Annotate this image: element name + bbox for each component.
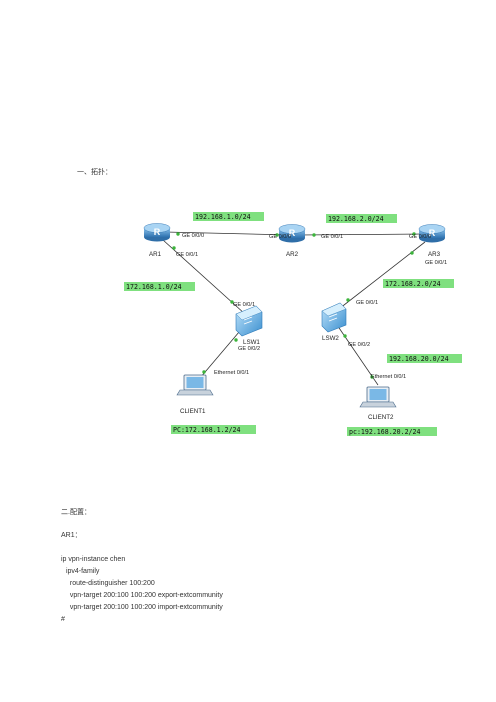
client2-label: CLIENT2 <box>368 414 394 421</box>
ar2-port-ge001: GE 0/0/1 <box>321 234 343 240</box>
ar3-label: AR3 <box>428 251 441 258</box>
router-ar3-icon[interactable]: R <box>418 224 446 243</box>
lsw2-port-ge001: GE 0/0/1 <box>356 300 378 306</box>
ar3-port-ge001: GE 0/0/1 <box>425 260 447 266</box>
svg-text:R: R <box>429 228 436 238</box>
config-line: vpn-target 200:100 100:200 import-extcom… <box>66 604 223 611</box>
pc-address-client1: PC:172.168.1.2/24 <box>171 425 256 434</box>
router-ar1-icon[interactable]: R <box>143 223 171 242</box>
ar1-port-ge001: GE 0/0/1 <box>176 252 198 258</box>
link-lsw2-client2 <box>334 321 379 386</box>
lsw1-port-ge001: GE 0/0/1 <box>233 302 255 308</box>
port-dots <box>172 232 416 379</box>
topology-heading: 一、拓扑： <box>77 169 112 176</box>
config-heading: 二.配置： <box>61 509 91 516</box>
lsw1-label: LSW1 <box>243 339 260 346</box>
svg-text:pc:192.168.20.2/24: pc:192.168.20.2/24 <box>349 428 420 436</box>
config-line: vpn-target 200:100 100:200 export-extcom… <box>66 592 223 599</box>
link-ar1-ar2 <box>164 231 293 236</box>
lsw1-port-ge002: GE 0/0/2 <box>238 346 260 352</box>
link-ar3-lsw2 <box>334 241 426 313</box>
svg-text:192.168.20.0/24: 192.168.20.0/24 <box>389 355 449 363</box>
network-label-ar3-lsw2: 172.168.2.0/24 <box>383 279 454 288</box>
ar2-label: AR2 <box>286 251 299 258</box>
config-device-label: AR1： <box>61 532 82 539</box>
router-ar2-icon[interactable]: R <box>278 224 306 243</box>
svg-text:PC:172.168.1.2/24: PC:172.168.1.2/24 <box>173 426 241 434</box>
config-line: ipv4-family <box>64 568 100 575</box>
lsw2-label: LSW2 <box>322 335 339 342</box>
svg-text:192.168.2.0/24: 192.168.2.0/24 <box>328 215 384 223</box>
lsw2-port-ge002: GE 0/0/2 <box>348 342 370 348</box>
ar3-port-ge000: GE 0/0/0 <box>409 234 431 240</box>
client1-port-eth: Ethernet 0/0/1 <box>214 370 249 376</box>
svg-text:172.168.1.0/24: 172.168.1.0/24 <box>126 283 182 291</box>
network-label-ar1-ar2: 192.168.1.0/24 <box>193 212 264 221</box>
config-line: ip vpn-instance chen <box>61 556 126 563</box>
client2-port-eth: Ethernet 0/0/1 <box>371 374 406 380</box>
network-label-lsw2-client2: 192.168.20.0/24 <box>387 354 462 363</box>
network-label-ar1-lsw1: 172.168.1.0/24 <box>124 282 195 291</box>
pc-address-client2: pc:192.168.20.2/24 <box>347 427 437 436</box>
svg-text:172.168.2.0/24: 172.168.2.0/24 <box>385 280 441 288</box>
link-ar2-ar3 <box>297 233 426 236</box>
network-label-ar2-ar3: 192.168.2.0/24 <box>326 214 397 223</box>
client1-label: CLIENT1 <box>180 408 206 415</box>
client2-computer-icon[interactable] <box>359 386 397 408</box>
svg-text:R: R <box>154 227 161 237</box>
link-lsw1-client1 <box>199 324 246 379</box>
ar1-port-ge000: GE 0/0/0 <box>182 233 204 239</box>
switch-lsw1-icon[interactable] <box>235 305 263 337</box>
config-line: # <box>61 616 65 623</box>
ar2-port-ge000: GE 0/0/0 <box>269 234 291 240</box>
switch-lsw2-icon[interactable] <box>321 302 347 333</box>
ar1-label: AR1 <box>149 251 162 258</box>
svg-text:192.168.1.0/24: 192.168.1.0/24 <box>195 213 251 221</box>
config-line: route-distinguisher 100:200 <box>66 580 155 587</box>
svg-text:R: R <box>289 228 296 238</box>
client1-computer-icon[interactable] <box>176 374 214 396</box>
